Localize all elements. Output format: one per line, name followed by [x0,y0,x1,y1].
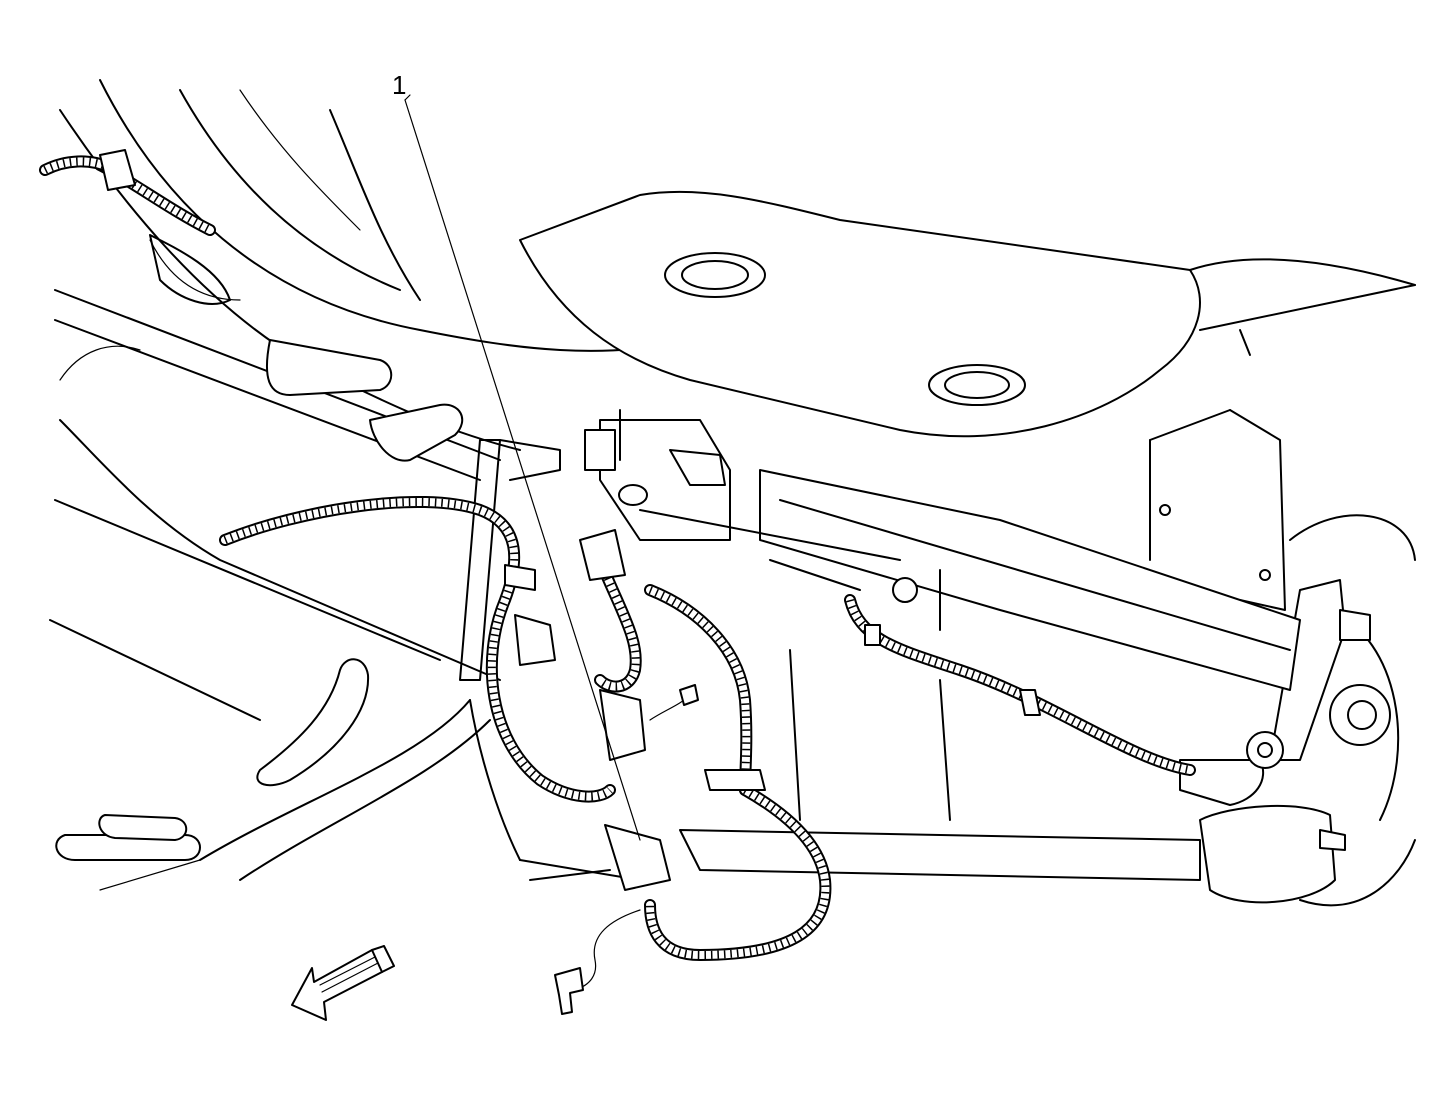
callout-label-1: 1 [392,70,407,100]
sensor-lead [554,684,699,1015]
direction-arrow-icon [291,945,395,1021]
callout-1-leader [404,94,641,841]
harness-connectors [99,149,1041,891]
rear-body-right [1149,258,1416,611]
floor-rails [49,289,501,891]
rear-wheel-hub [1269,514,1416,907]
floor-cutouts [55,339,464,861]
spare-tire-cover [519,190,1201,438]
control-module-bracket [584,409,901,591]
